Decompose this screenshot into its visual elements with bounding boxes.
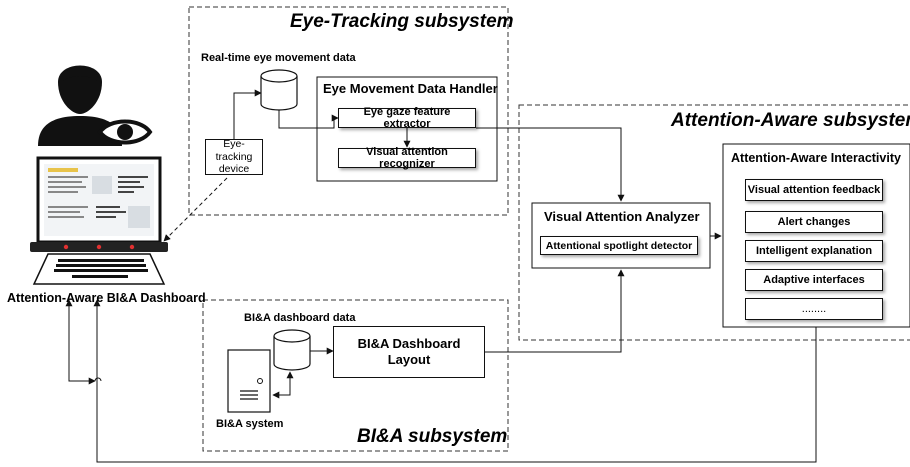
line-crossing-hop [94, 377, 102, 382]
bia-data-label: BI&A dashboard data [244, 312, 356, 324]
connector-layout-to-analyzer [485, 269, 625, 353]
connector-server-database [272, 371, 294, 399]
interactivity-item-adaptive-interfaces: Adaptive interfaces [745, 269, 883, 291]
interactivity-item-label: ........ [801, 303, 827, 315]
connector-feedback-loop [93, 299, 817, 463]
interactivity-title: Attention-Aware Interactivity [731, 151, 901, 165]
interactivity-item-label: Adaptive interfaces [763, 274, 865, 286]
attention-aware-subsystem-frame [518, 104, 910, 341]
interactivity-item-visual-attention-feedback: Visual attention feedback [745, 179, 883, 201]
bia-subsystem-title: BI&A subsystem [357, 426, 508, 447]
connector-dashboard-to-server [65, 299, 96, 385]
eye-data-label: Real-time eye movement data [201, 52, 356, 64]
laptop-dashboard-icon [30, 156, 168, 285]
eye-tracking-subsystem-title: Eye-Tracking subsystem [290, 11, 514, 32]
eye-tracking-device-line2: device [218, 163, 250, 176]
attentional-spotlight-detector-label: Attentional spotlight detector [545, 239, 693, 252]
visual-attention-recognizer-box: Visual attention recognizer [338, 146, 476, 170]
eye-gaze-feature-extractor-label: Eye gaze feature extractor [363, 106, 451, 130]
interactivity-item-label: Visual attention feedback [747, 184, 881, 196]
eye-data-database-icon [260, 69, 298, 111]
dashboard-label: Attention-Aware BI&A Dashboard [7, 291, 206, 305]
eye-gaze-feature-extractor-box: Eye gaze feature extractor [338, 106, 476, 130]
interactivity-item-alert-changes: Alert changes [745, 211, 883, 233]
bia-data-database-icon [273, 329, 311, 371]
connector-device-to-database [233, 89, 262, 139]
user-eye-icon [38, 65, 153, 146]
visual-attention-recognizer-label: Visual attention recognizer [366, 146, 448, 170]
interactivity-item-more: ........ [745, 298, 883, 320]
bia-dashboard-layout-line1: BI&A Dashboard [357, 335, 461, 351]
attention-aware-subsystem-title: Attention-Aware subsystem [671, 110, 910, 131]
bia-subsystem-frame [202, 299, 509, 452]
connector-handler-to-analyzer [476, 127, 625, 202]
visual-attention-analyzer-box [531, 202, 711, 269]
eye-tracking-device-box: Eye-tracking device [205, 138, 263, 176]
interactivity-item-label: Intelligent explanation [755, 245, 873, 257]
attentional-spotlight-detector-box: Attentional spotlight detector [540, 236, 698, 255]
attention-aware-interactivity-box [722, 143, 910, 328]
server-icon [227, 349, 271, 413]
interactivity-item-intelligent-explanation: Intelligent explanation [745, 240, 883, 262]
bia-dashboard-layout-box: BI&A Dashboard Layout [333, 326, 485, 378]
bia-dashboard-layout-line2: Layout [387, 352, 431, 367]
connector-device-to-laptop [163, 177, 228, 242]
visual-attention-analyzer-title: Visual Attention Analyzer [544, 209, 700, 224]
interactivity-item-label: Alert changes [777, 216, 851, 228]
handler-title: Eye Movement Data Handler [323, 81, 498, 96]
bia-system-label: BI&A system [216, 418, 284, 430]
eye-tracking-device-line1: Eye-tracking [215, 138, 253, 163]
connector-database-to-extractor [278, 110, 339, 129]
